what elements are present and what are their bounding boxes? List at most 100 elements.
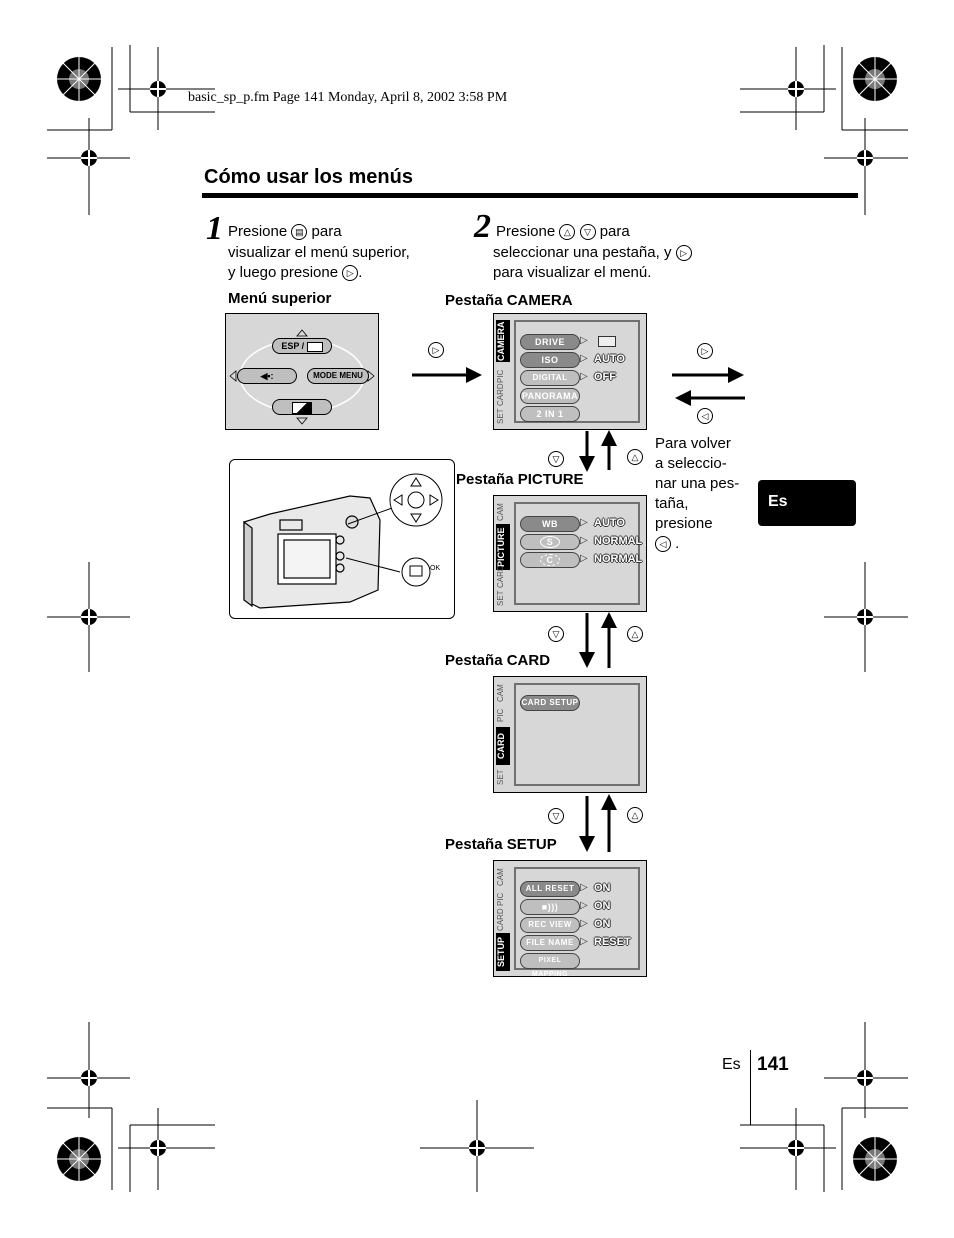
- left-arrow-icon: ◁: [655, 536, 671, 553]
- arrow-icon: ▷: [580, 517, 588, 528]
- step-1-line-2: visualizar el menú superior,: [228, 244, 410, 261]
- mode-menu-option[interactable]: MODE MENU: [307, 368, 369, 384]
- right-arrow-icon: ▷: [428, 342, 444, 358]
- menu-item-all-reset[interactable]: ALL RESET: [520, 881, 580, 897]
- up-arrow-icon: △: [559, 224, 576, 241]
- camera-menu-panel: DRIVE ▷ ISO ▷ AUTO DIGITAL ZOOM ▷ OFF PA…: [514, 320, 640, 423]
- step-1-number: 1: [206, 210, 223, 247]
- menu-item-rec-view[interactable]: REC VIEW: [520, 917, 580, 933]
- contrast-icon: C: [540, 554, 560, 566]
- up-arrow-icon: △: [627, 449, 643, 465]
- page-number: 141: [757, 1054, 789, 1075]
- ok-label: OK: [430, 565, 440, 572]
- setup-menu-panel: ALL RESET ▷ ON ■))) ▷ ON REC VIEW ▷ ON F…: [514, 867, 640, 978]
- step-1-text-a: Presione: [228, 223, 288, 240]
- return-note-line: taña,: [655, 495, 689, 512]
- sharpness-value: NORMAL: [594, 535, 643, 547]
- footer-lang: Es: [722, 1056, 741, 1073]
- esp-option[interactable]: ESP /: [272, 338, 332, 354]
- rec-view-value: ON: [594, 918, 611, 930]
- down-arrow-icon: ▽: [548, 451, 564, 467]
- setup-tab-screen: CAM PIC CARD SETUP ALL RESET ▷ ON ■))) ▷…: [493, 860, 647, 978]
- file-name-value: RESET: [594, 936, 631, 948]
- return-note-period: .: [675, 535, 680, 552]
- return-note-line: Para volver: [655, 435, 731, 452]
- menu-item-iso[interactable]: ISO: [520, 352, 580, 368]
- step-2-line-3: para visualizar el menú.: [493, 264, 652, 281]
- down-arrow-icon: ▽: [548, 626, 564, 642]
- camera-drawing: OK: [243, 473, 443, 609]
- up-arrow-icon: △: [627, 807, 643, 823]
- right-arrow-icon: ▷: [675, 245, 692, 262]
- arrow-icon: ▷: [580, 353, 588, 364]
- arrow-icon: ▷: [580, 553, 588, 564]
- footer-divider: [750, 1050, 751, 1125]
- iso-value: AUTO: [594, 353, 625, 365]
- right-arrow-icon: ▷: [342, 265, 359, 282]
- section-title: Cómo usar los menús: [204, 166, 413, 188]
- menu-item-card-setup[interactable]: CARD SETUP: [520, 695, 580, 711]
- drive-single-icon: [598, 336, 616, 347]
- camera-tab-label: Pestaña CAMERA: [445, 292, 573, 309]
- down-arrow-icon: ▽: [579, 224, 596, 241]
- return-note-line: nar una pes-: [655, 475, 740, 492]
- step-2-number: 2: [474, 208, 491, 245]
- esp-label: ESP /: [281, 341, 305, 351]
- title-rule: [202, 193, 858, 198]
- menu-item-file-name[interactable]: FILE NAME: [520, 935, 580, 951]
- card-tab-screen: CAM PIC CARD SET CARD SETUP: [493, 676, 647, 793]
- down-arrow-icon: ▽: [548, 808, 564, 824]
- picture-menu-panel: WB ▷ AUTO S ▷ NORMAL C ▷ NORMAL: [514, 502, 643, 605]
- step-2-text-a: Presione: [496, 223, 556, 240]
- menu-item-contrast[interactable]: C: [520, 552, 580, 568]
- exposure-compensation-option[interactable]: [272, 399, 332, 415]
- top-menu-label: Menú superior: [228, 290, 332, 307]
- arrow-icon: ▷: [580, 371, 588, 382]
- step-2-line-2: seleccionar una pestaña, y ▷: [493, 243, 692, 263]
- menu-item-pixel-mapping[interactable]: PIXEL MAPPING: [520, 953, 580, 978]
- card-tab-label: Pestaña CARD: [445, 652, 551, 669]
- digital-zoom-value: OFF: [594, 371, 616, 383]
- right-arrow-icon: ▷: [697, 343, 713, 359]
- menu-item-drive[interactable]: DRIVE: [520, 334, 580, 350]
- wb-value: AUTO: [594, 517, 625, 529]
- picture-tab-screen: CAM PICTURE CARD SET WB ▷ AUTO S ▷ NORMA…: [493, 495, 647, 612]
- return-note-line: a seleccio-: [655, 455, 727, 472]
- quality-option[interactable]: ◀▪:: [237, 368, 297, 384]
- contrast-value: NORMAL: [594, 553, 643, 565]
- camera-tab-screen: CAMERA PIC CARD SET DRIVE ▷ ISO ▷ AUTO D…: [493, 313, 647, 430]
- menu-item-sharpness[interactable]: S: [520, 534, 580, 550]
- menu-item-beep[interactable]: ■))): [520, 899, 580, 915]
- arrow-icon: ▷: [580, 335, 588, 346]
- return-note-line: ◁ .: [655, 534, 739, 554]
- return-note: Para volver a seleccio- nar una pes- tañ…: [655, 434, 739, 554]
- step-2-text-c: seleccionar una pestaña, y: [493, 244, 672, 261]
- left-arrow-icon: ◁: [697, 408, 713, 424]
- language-tab-label: Es: [768, 493, 788, 510]
- all-reset-value: ON: [594, 882, 611, 894]
- menu-item-wb[interactable]: WB: [520, 516, 580, 532]
- menu-item-panorama[interactable]: PANORAMA: [520, 388, 580, 404]
- file-info-header: basic_sp_p.fm Page 141 Monday, April 8, …: [188, 90, 508, 105]
- step-1-line-3: y luego presione ▷.: [228, 263, 362, 283]
- step-1-line-1: Presione ▤ para: [228, 222, 342, 242]
- beep-value: ON: [594, 900, 611, 912]
- step-1-text-b: para: [311, 223, 342, 240]
- camera-illustration: OK: [229, 459, 455, 619]
- top-menu-screen: ESP / ◀▪: MODE MENU: [225, 313, 379, 430]
- exposure-compensation-icon: [292, 402, 312, 414]
- return-note-line: presione: [655, 515, 713, 532]
- arrow-icon: ▷: [580, 936, 588, 947]
- up-arrow-icon: △: [627, 626, 643, 642]
- step-2-line-1: Presione △ ▽ para: [496, 222, 630, 242]
- ok-button-icon: ▤: [291, 224, 308, 241]
- setup-tab-label: Pestaña SETUP: [445, 836, 557, 853]
- step-2-text-b: para: [599, 223, 630, 240]
- menu-item-2in1[interactable]: 2 IN 1: [520, 406, 580, 422]
- step-1-period: .: [358, 264, 363, 281]
- arrow-icon: ▷: [580, 535, 588, 546]
- spot-metering-icon: [306, 341, 323, 352]
- step-1-text-c: y luego presione: [228, 264, 339, 281]
